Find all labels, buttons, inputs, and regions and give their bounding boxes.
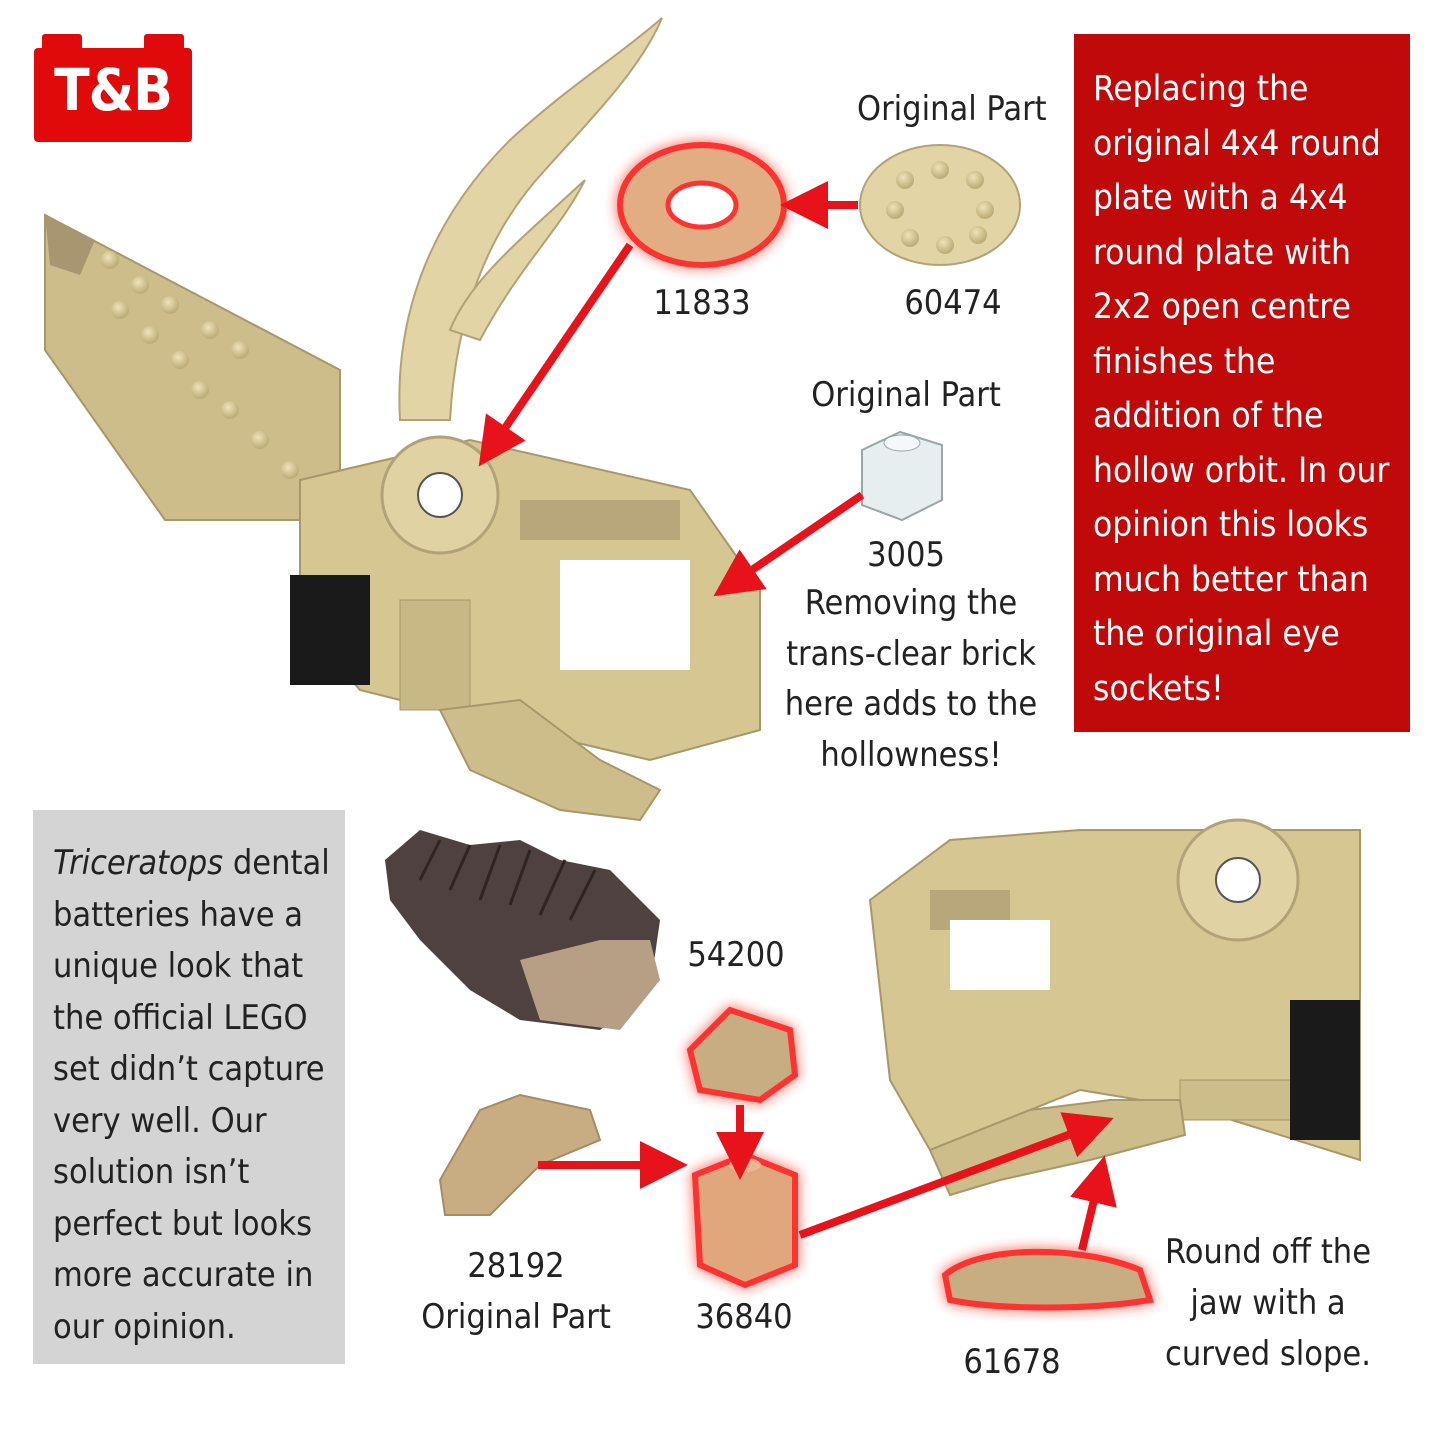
original-part-label-3: Original Part (421, 1297, 611, 1337)
original-part-label-1: Original Part (857, 89, 1047, 129)
arrow-3005-to-skull (713, 491, 865, 597)
part-number-61678: 61678 (963, 1342, 1061, 1382)
jaw-note: Round off the jaw with a curved slope. (1164, 1232, 1372, 1374)
part-number-36840: 36840 (695, 1297, 793, 1337)
dental-info-box: Triceratops dental batteries have a uniq… (33, 810, 345, 1364)
original-part-label-2: Original Part (811, 375, 1001, 415)
part-number-54200: 54200 (687, 935, 785, 975)
orbit-info-text: Replacing the original 4x4 round plate w… (1093, 69, 1390, 709)
part-36840-image (691, 1151, 798, 1289)
arrow-11833-to-orbit (478, 242, 634, 467)
dental-info-text: Triceratops dental batteries have a uniq… (53, 838, 339, 1353)
part-number-60474: 60474 (904, 283, 1002, 323)
lower-jaw-bottom (928, 1099, 1187, 1197)
logo-brick-shape (34, 34, 192, 142)
part-number-28192: 28192 (467, 1246, 565, 1286)
dental-info-italic: Triceratops (53, 843, 224, 883)
part-60474-image (859, 144, 1021, 266)
part-3005-image (861, 430, 943, 522)
tb-logo: T&B (34, 34, 192, 142)
part-54200-image (686, 1006, 799, 1104)
skull-model-top (44, 17, 761, 822)
fossil-teeth-image (385, 830, 660, 1030)
logo-text: T&B (54, 56, 173, 124)
part-11833-image (617, 142, 787, 268)
skull-model-bottom (868, 818, 1361, 1197)
part-61678-image (941, 1248, 1154, 1311)
orbit-info-box: Replacing the original 4x4 round plate w… (1074, 34, 1410, 732)
brow-horn-right (448, 179, 586, 342)
arrow-61678-up (1070, 1155, 1117, 1251)
dental-info-body: dental batteries have a unique look that… (53, 843, 330, 1347)
part-28192-image (438, 1093, 602, 1216)
part-number-3005: 3005 (867, 535, 945, 575)
brick-removal-note: Removing the trans-clear brick here adds… (784, 583, 1038, 775)
part-number-11833: 11833 (653, 283, 751, 323)
arrow-36840-to-jaw (798, 1112, 1114, 1239)
lower-jaw (438, 698, 662, 822)
